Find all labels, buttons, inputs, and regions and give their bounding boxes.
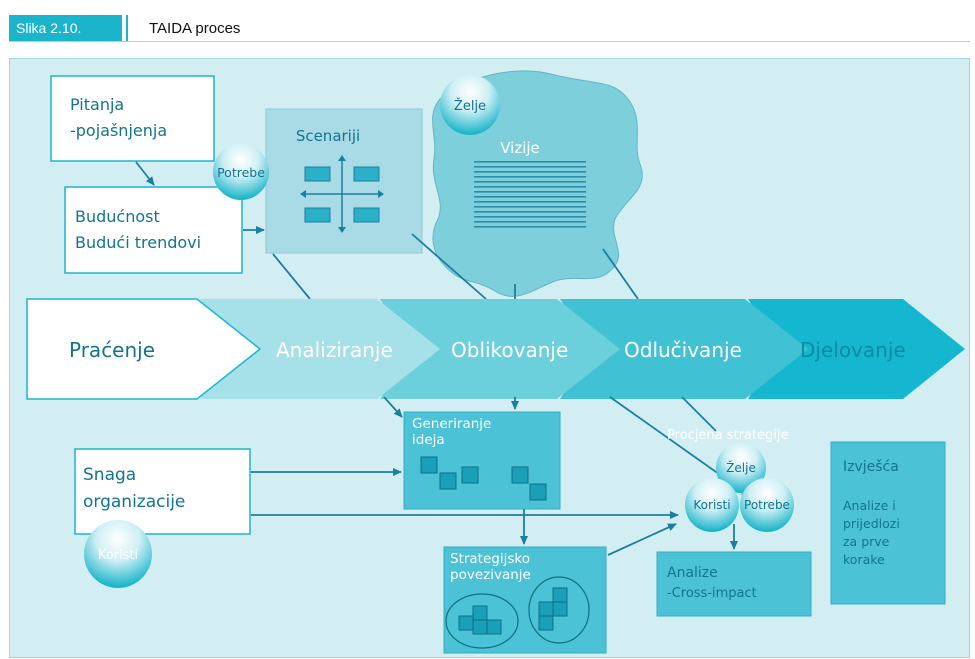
reports-line-4: korake	[843, 552, 885, 567]
idea-generation-line1: Generiranje	[412, 416, 491, 432]
reports-line-3: za prve	[843, 534, 890, 549]
organization-line1: Snaga	[83, 465, 136, 485]
svg-text:Koristi: Koristi	[693, 498, 730, 512]
taida-diagram: Vizije Scenariji Pitanja -pojašnjenja Bu…	[26, 70, 965, 654]
arrow-to-idea-generation	[383, 396, 403, 418]
svg-text:Koristi: Koristi	[98, 548, 138, 563]
future-title: Budućnost	[75, 207, 160, 226]
organization-line2: organizacije	[83, 492, 185, 512]
header-rule	[9, 41, 970, 42]
questions-box	[50, 75, 215, 162]
strategic-linking-line2: povezivanje	[450, 567, 531, 583]
analysis-box	[656, 551, 812, 617]
step-oblikovanje-shape	[380, 299, 620, 399]
visions-text-lines-icon	[474, 161, 586, 228]
bubble-zelje-top: Želje	[440, 75, 500, 135]
arrow-questions-to-future	[135, 161, 155, 186]
questions-subtitle: -pojašnjenja	[70, 121, 167, 140]
step-pracenje-shape	[26, 298, 262, 400]
line-scenarios-to-process-2	[411, 233, 487, 300]
strategic-linking-line1: Strategijsko	[450, 551, 530, 567]
idea-blocks-icon	[420, 456, 547, 501]
visions-title: Vizije	[500, 139, 540, 157]
step-analiziranje-shape	[200, 299, 440, 399]
diagram-panel: Vizije Scenariji Pitanja -pojašnjenja Bu…	[9, 58, 970, 658]
bubble-potrebe-top: Potrebe	[213, 144, 269, 200]
step-analiziranje-label: Analiziranje	[276, 338, 393, 362]
scenarios-cross-icon	[300, 155, 384, 233]
line-odlucivanje-to-evaluation	[681, 396, 717, 432]
svg-text:Želje: Želje	[726, 460, 756, 475]
analysis-line2: -Cross-impact	[667, 586, 757, 601]
reports-title: Izvješća	[843, 459, 899, 475]
svg-text:Potrebe: Potrebe	[217, 165, 265, 180]
step-pracenje-label: Praćenje	[69, 338, 155, 362]
bubble-potrebe-evaluation: Potrebe	[740, 478, 794, 532]
step-oblikovanje-label: Oblikovanje	[451, 338, 568, 362]
line-visions-to-process-2	[602, 248, 639, 300]
step-djelovanje-shape	[748, 299, 965, 399]
future-box	[64, 186, 243, 274]
line-scenarios-to-process	[272, 253, 311, 300]
linking-clusters-icon	[445, 576, 590, 649]
bubble-koristi-left: Koristi	[84, 520, 152, 588]
strategy-evaluation-title: Procjena strategije	[667, 428, 788, 443]
step-odlucivanje-label: Odlučivanje	[624, 338, 742, 362]
future-subtitle: Budući trendovi	[75, 233, 201, 252]
step-odlucivanje-shape	[560, 299, 808, 399]
header-separator	[126, 15, 128, 42]
reports-line-1: Analize i	[843, 498, 896, 513]
figure-title: TAIDA proces	[149, 20, 241, 37]
idea-generation-line2: ideja	[412, 432, 445, 448]
questions-title: Pitanja	[70, 95, 124, 114]
figure-label: Slika 2.10.	[9, 15, 122, 42]
scenarios-title: Scenariji	[296, 127, 360, 145]
svg-text:Želje: Želje	[454, 98, 486, 114]
reports-line-2: prijedlozi	[843, 516, 900, 531]
step-djelovanje-label: Djelovanje	[800, 338, 906, 362]
svg-text:Potrebe: Potrebe	[744, 498, 790, 512]
reports-box	[830, 441, 946, 605]
analysis-line1: Analize	[667, 565, 718, 581]
bubble-koristi-evaluation: Koristi	[685, 478, 739, 532]
arrow-linking-to-evaluation	[607, 523, 677, 556]
figure-header: Slika 2.10. TAIDA proces	[9, 15, 970, 42]
bubble-zelje-evaluation: Želje	[716, 443, 766, 493]
organization-box	[74, 448, 251, 535]
